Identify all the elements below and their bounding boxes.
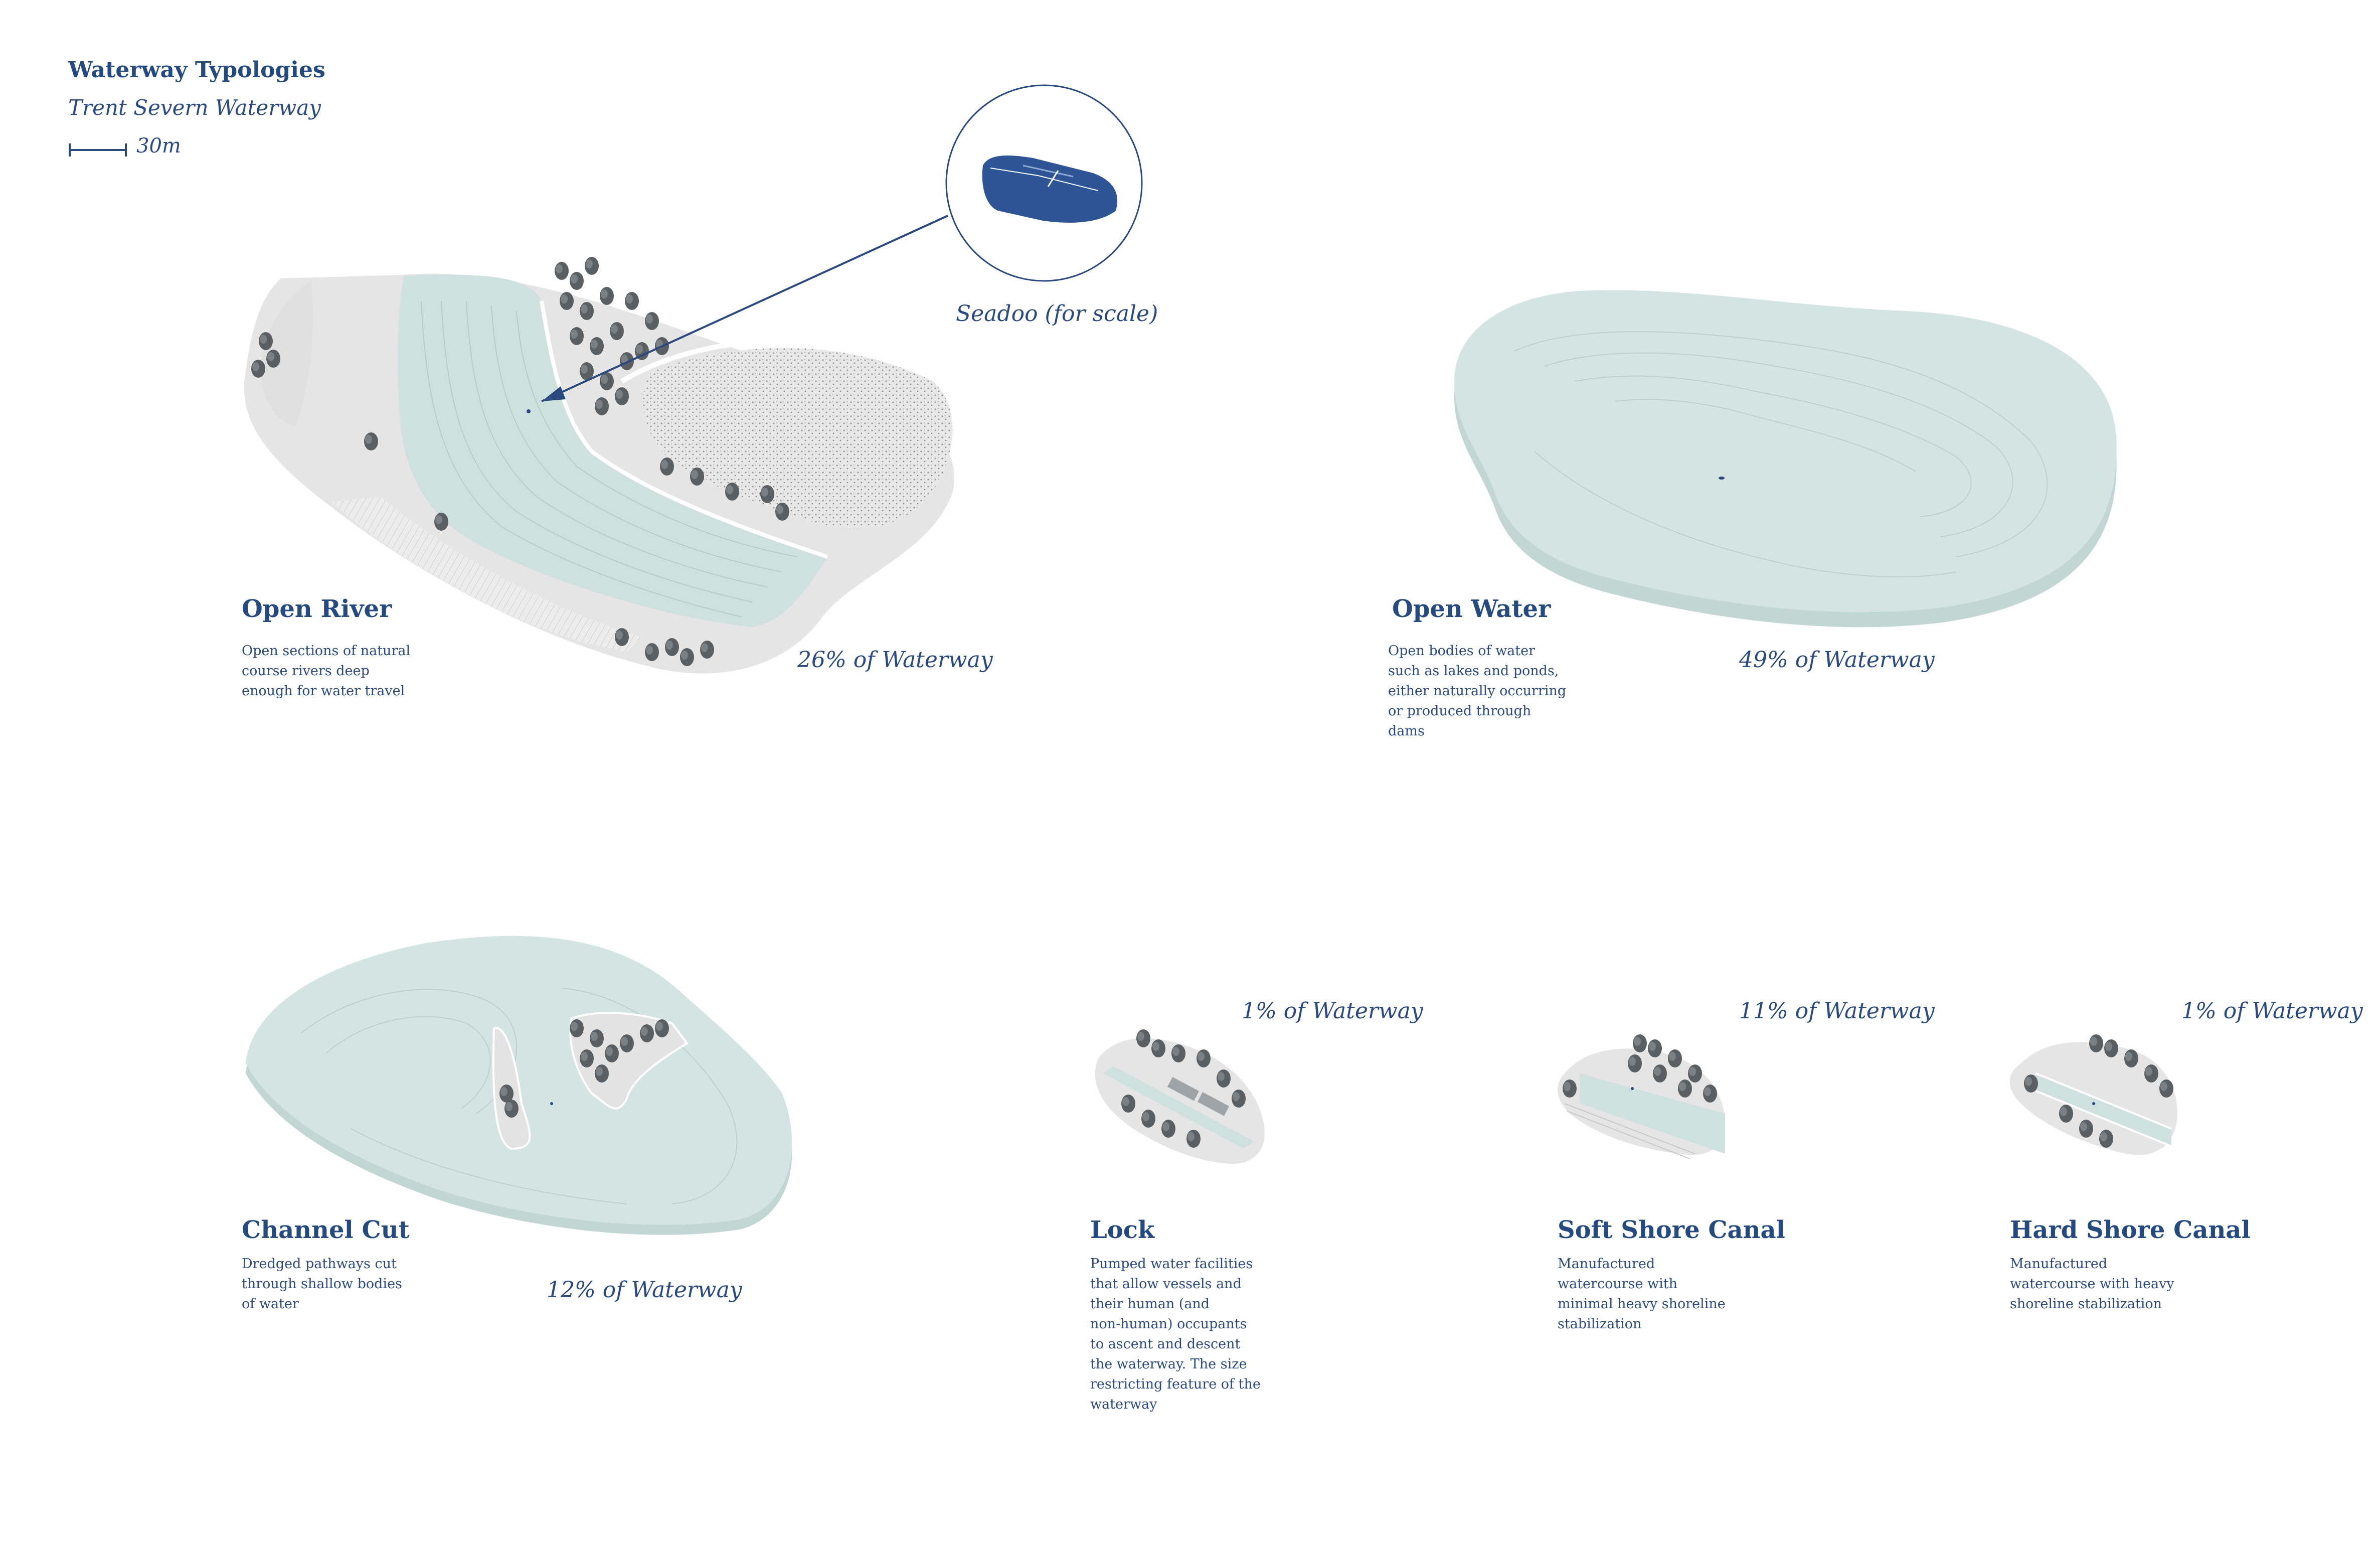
callout-arrow-icon <box>541 215 948 402</box>
page-title: Waterway Typologies <box>68 57 325 83</box>
typology-share-channel-cut: 12% of Waterway <box>547 1277 742 1303</box>
typology-heading-open-water: Open Water <box>1392 595 1551 623</box>
typology-share-open-water: 49% of Waterway <box>1739 647 1935 673</box>
lock-illustration <box>1095 1029 1265 1164</box>
soft-shore-canal-illustration <box>1558 1034 1725 1159</box>
typology-share-soft-shore-canal: 11% of Waterway <box>1739 998 1935 1024</box>
typology-heading-hard-shore-canal: Hard Shore Canal <box>2010 1216 2251 1244</box>
typology-share-open-river: 26% of Waterway <box>797 647 993 673</box>
scale-bar-icon <box>69 143 127 157</box>
typology-share-lock: 1% of Waterway <box>1242 998 1423 1024</box>
typology-description-hard-shore-canal: Manufactured watercourse with heavy shor… <box>2010 1256 2174 1312</box>
typology-share-hard-shore-canal: 1% of Waterway <box>2181 998 2363 1024</box>
seadoo-icon <box>982 156 1117 223</box>
typology-description-open-river: Open sections of natural course rivers d… <box>242 643 411 699</box>
channel-cut-illustration <box>246 936 792 1235</box>
scale-label: 30m <box>136 134 181 158</box>
typology-heading-lock: Lock <box>1090 1216 1155 1244</box>
typology-description-soft-shore-canal: Manufactured watercourse with minimal he… <box>1558 1256 1726 1332</box>
typology-heading-channel-cut: Channel Cut <box>242 1216 410 1244</box>
page-subtitle: Trent Severn Waterway <box>68 95 321 120</box>
typology-description-channel-cut: Dredged pathways cut through shallow bod… <box>242 1256 402 1312</box>
typology-description-lock: Pumped water facilities that allow vesse… <box>1090 1256 1261 1412</box>
hard-shore-canal-illustration <box>2009 1034 2177 1155</box>
typology-heading-soft-shore-canal: Soft Shore Canal <box>1558 1216 1785 1244</box>
seadoo-caption: Seadoo (for scale) <box>956 301 1158 327</box>
seadoo-marker <box>527 409 531 413</box>
typology-heading-open-river: Open River <box>242 595 392 623</box>
typology-description-open-water: Open bodies of water such as lakes and p… <box>1388 643 1567 739</box>
open-water-illustration <box>1454 290 2117 628</box>
open-river-illustration <box>244 257 954 674</box>
seadoo-callout <box>541 84 1143 402</box>
